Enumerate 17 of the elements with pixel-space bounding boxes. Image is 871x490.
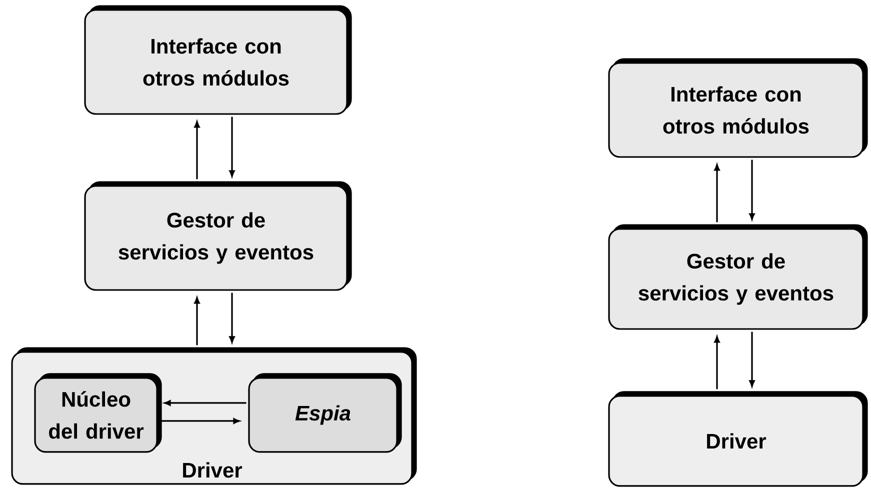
module-box: Interface con otros módulos — [608, 58, 868, 158]
arrow — [714, 336, 720, 390]
arrow — [714, 164, 720, 222]
module-box: Gestor de servicios y eventos — [84, 181, 352, 291]
arrow — [164, 400, 246, 406]
arrow — [229, 116, 235, 177]
arrow — [160, 418, 240, 424]
arrow — [194, 297, 200, 346]
spy-box: Espia — [248, 373, 402, 453]
driver-box: Driver — [608, 391, 868, 487]
module-box: Gestor de servicios y eventos — [608, 224, 868, 330]
arrow — [749, 160, 755, 220]
arrow — [749, 332, 755, 387]
arrow — [229, 292, 235, 343]
core-box: Núcleo del driver — [34, 373, 162, 453]
arrow — [194, 121, 200, 180]
module-box: Interface con otros módulos — [84, 5, 352, 115]
